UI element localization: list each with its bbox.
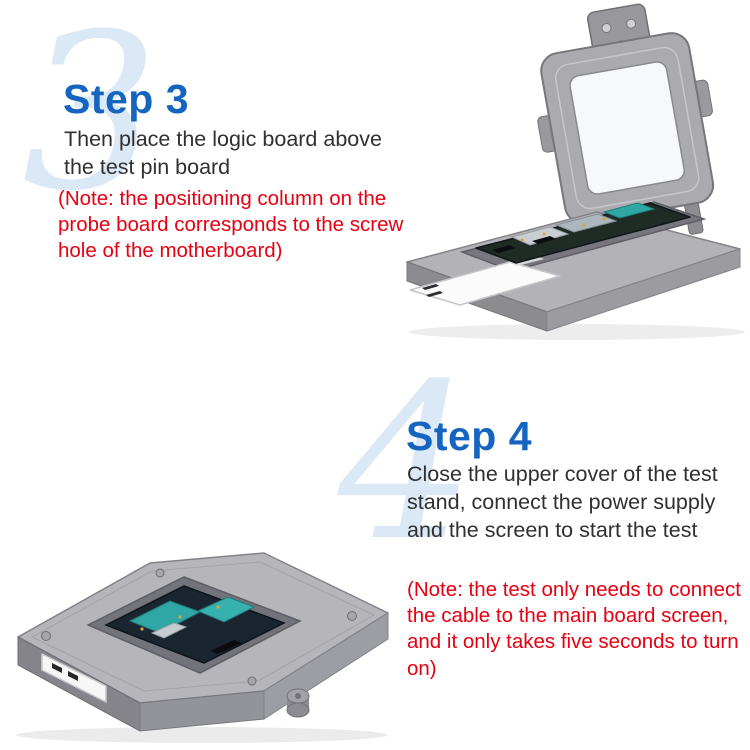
step4-note: (Note: the test only needs to connect th… <box>407 578 741 680</box>
white-connector-strip <box>41 653 107 703</box>
step4-description: Close the upper cover of the test stand,… <box>407 462 718 542</box>
stand-shadow <box>409 324 745 340</box>
step3-watermark-digit: 3 <box>22 0 159 238</box>
step4-title: Step 4 <box>406 413 533 459</box>
corner-screws <box>41 568 357 686</box>
step4-closed-test-stand-illustration <box>16 552 389 743</box>
logic-board <box>475 202 691 264</box>
stand-shadow <box>16 727 388 743</box>
step3-description: Then place the logic board above the tes… <box>64 127 382 179</box>
step3-title: Step 3 <box>63 76 190 122</box>
board-tray <box>86 576 302 674</box>
step4-watermark-digit: 4 <box>338 337 475 588</box>
latch-knob <box>286 688 310 718</box>
step3-note: (Note: the positioning column on the pro… <box>58 187 404 263</box>
step3-open-test-stand-illustration <box>406 3 745 340</box>
